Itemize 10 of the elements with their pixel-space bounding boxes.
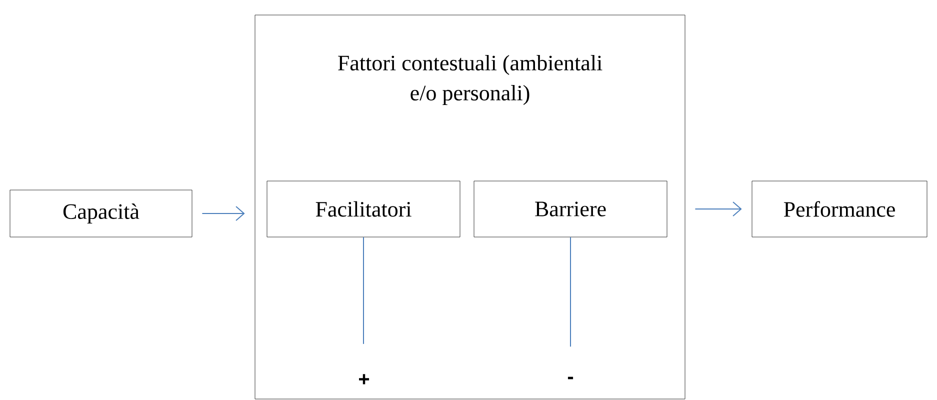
sign-text: + [359,374,370,384]
arrow [202,206,245,221]
sign-text: - [568,376,574,380]
process-box: Barriere [474,180,668,238]
process-box: Facilitatori [266,180,460,238]
process-box: Performance [752,180,928,238]
connector-line [363,236,364,344]
arrow [694,202,742,216]
connector-line [570,236,571,348]
process-box: Capacità [10,190,192,238]
